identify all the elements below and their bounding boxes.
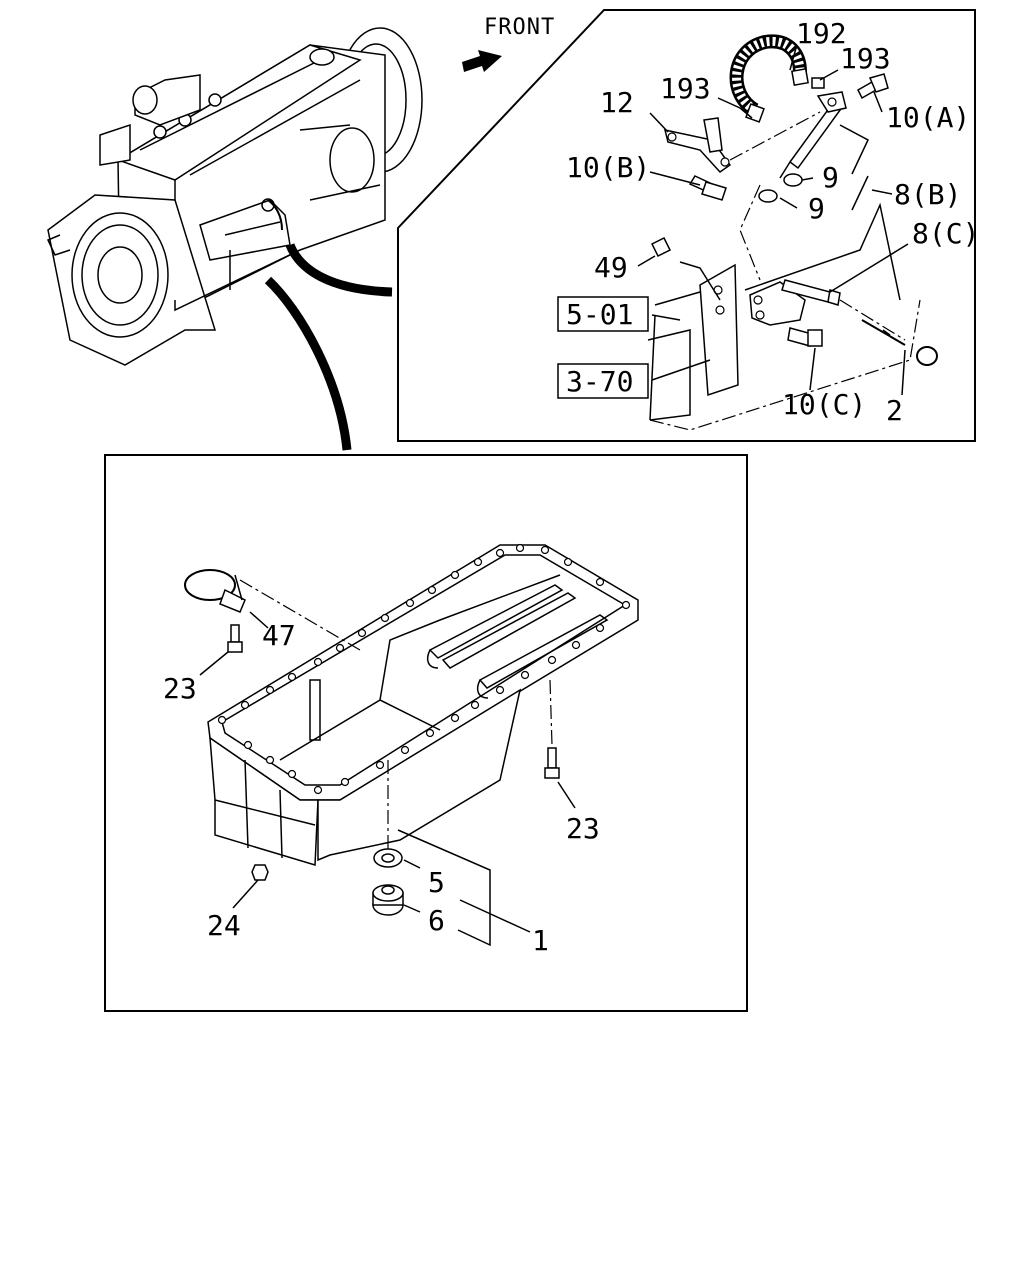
- part-label-8b: 8(B): [894, 178, 961, 211]
- part-label-23-right: 23: [566, 812, 600, 845]
- dipstick-detail-frame: 192 193 193 12 10(A) 10(B) 9 9 8(B) 8(C)…: [397, 9, 979, 442]
- reference-box-3-70: [557, 363, 649, 399]
- part-label-192: 192: [796, 17, 847, 50]
- part-label-49: 49: [594, 251, 628, 284]
- part-label-193-upper: 193: [840, 42, 891, 75]
- part-label-23-left: 23: [163, 672, 197, 705]
- part-label-10c: 10(C): [782, 388, 866, 421]
- part-label-12: 12: [600, 86, 634, 119]
- part-label-193-lower: 193: [660, 72, 711, 105]
- reference-label-5-01: 5-01: [566, 298, 633, 331]
- engine-overview: [46, 27, 423, 451]
- front-arrow-icon: [462, 50, 502, 72]
- part-label-6: 6: [428, 904, 445, 937]
- part-label-10b: 10(B): [566, 151, 650, 184]
- part-label-9-upper: 9: [822, 161, 839, 194]
- reference-label-3-70: 3-70: [566, 365, 633, 398]
- part-label-24: 24: [207, 909, 241, 942]
- front-label: FRONT: [484, 15, 555, 40]
- part-label-1: 1: [532, 924, 549, 957]
- part-label-47: 47: [262, 619, 296, 652]
- part-label-10a: 10(A): [886, 101, 970, 134]
- part-label-8c: 8(C): [912, 217, 979, 250]
- part-label-2: 2: [886, 394, 903, 427]
- reference-box-5-01: [557, 296, 649, 332]
- oil-pan-detail-frame: 47 23 23 5 6 24 1: [104, 454, 748, 1012]
- part-label-5: 5: [428, 866, 445, 899]
- part-label-9-lower: 9: [808, 192, 825, 225]
- front-direction-indicator: FRONT: [462, 15, 555, 72]
